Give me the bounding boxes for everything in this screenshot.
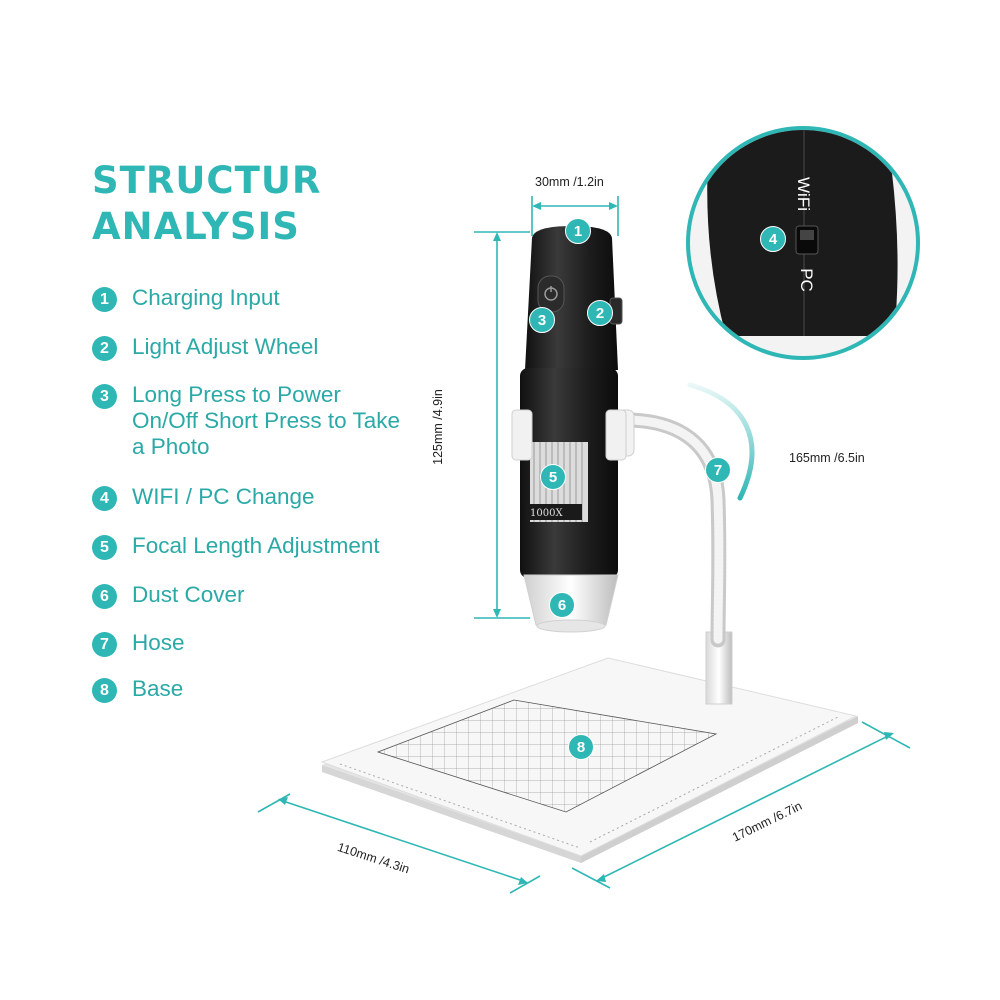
page-title: STRUCTUR ANALYSIS [92, 158, 321, 250]
legend-label-2: Light Adjust Wheel [132, 334, 319, 359]
switch-label-pc: PC [796, 268, 816, 292]
legend-number-7: 7 [92, 632, 117, 657]
marker-8: 8 [568, 734, 594, 760]
legend-label-7: Hose [132, 630, 185, 655]
dimension-lines [257, 196, 911, 894]
marker-6: 6 [549, 592, 575, 618]
legend-item-focal-length: 5 Focal Length Adjustment [92, 533, 412, 560]
legend-item-charging-input: 1 Charging Input [92, 285, 412, 312]
inset-device-closeup [707, 130, 898, 336]
legend-label-1: Charging Input [132, 285, 280, 310]
legend-number-1: 1 [92, 287, 117, 312]
width-dimension-label: 30mm /1.2in [535, 175, 604, 189]
switch-label-wifi: WiFi [793, 177, 813, 211]
legend-number-2: 2 [92, 336, 117, 361]
legend-item-wifi-pc-change: 4 WIFI / PC Change [92, 484, 412, 511]
marker-1: 1 [565, 218, 591, 244]
legend-item-hose: 7 Hose [92, 630, 412, 657]
legend-number-6: 6 [92, 584, 117, 609]
marker-7: 7 [705, 457, 731, 483]
legend-item-light-adjust-wheel: 2 Light Adjust Wheel [92, 334, 412, 361]
title-line-1: STRUCTUR [92, 159, 322, 202]
height-dimension-label: 125mm /4.9in [430, 389, 445, 465]
wifi-pc-switch-inset: WiFi PC 4 [686, 126, 920, 360]
hose-length-label: 165mm /6.5in [789, 451, 865, 465]
marker-4: 4 [760, 226, 786, 252]
legend-item-power-button: 3 Long Press to Power On/Off Short Press… [92, 382, 412, 460]
hose-length-arc [687, 382, 755, 501]
legend-label-5: Focal Length Adjustment [132, 533, 380, 558]
marker-2: 2 [587, 300, 613, 326]
legend-label-4: WIFI / PC Change [132, 484, 315, 509]
power-button-icon [537, 275, 565, 313]
legend-label-6: Dust Cover [132, 582, 245, 607]
zoom-marking: 1000X [530, 508, 563, 519]
legend-number-8: 8 [92, 678, 117, 703]
legend-label-8: Base [132, 676, 184, 701]
legend-label-3: Long Press to Power On/Off Short Press t… [132, 382, 401, 459]
marker-5: 5 [540, 464, 566, 490]
legend-number-3: 3 [92, 384, 117, 409]
microscope-body: 1000X [511, 226, 627, 633]
legend-item-base: 8 Base [92, 676, 412, 703]
title-line-2: ANALYSIS [92, 205, 300, 248]
legend-number-5: 5 [92, 535, 117, 560]
base-plate [320, 657, 858, 863]
legend-item-dust-cover: 6 Dust Cover [92, 582, 412, 609]
legend-number-4: 4 [92, 486, 117, 511]
marker-3: 3 [529, 307, 555, 333]
